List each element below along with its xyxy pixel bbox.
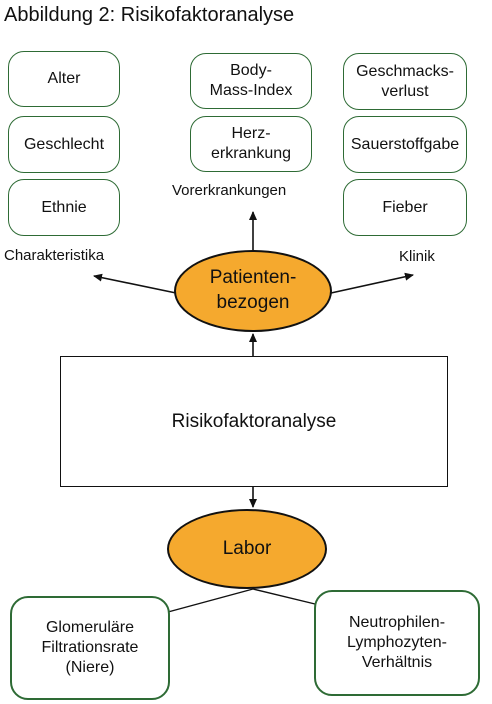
patient-related-node: Patienten- bezogen xyxy=(174,250,332,332)
sauerstoffgabe-box: Sauerstoffgabe xyxy=(343,116,467,173)
line-to-nlr-box xyxy=(252,588,316,605)
herzerkrankung-box: Herz- erkrankung xyxy=(190,116,312,172)
labor-node: Labor xyxy=(167,509,327,589)
bmi-box: Body- Mass-Index xyxy=(190,53,312,109)
neutrophil-lymphocyte-ratio-box: Neutrophilen- Lymphozyten- Verhältnis xyxy=(314,590,480,696)
geschlecht-box: Geschlecht xyxy=(8,116,120,173)
central-risk-analysis-box: Risikofaktoranalyse xyxy=(60,356,448,487)
arrow-to-klinik xyxy=(330,272,414,294)
arrow-to-charakteristika xyxy=(93,273,177,294)
ethnie-box: Ethnie xyxy=(8,179,120,236)
geschmacksverlust-box: Geschmacks- verlust xyxy=(343,53,467,110)
branch-label-vorerkrankungen: Vorerkrankungen xyxy=(172,182,287,199)
alter-box: Alter xyxy=(8,51,120,107)
fieber-box: Fieber xyxy=(343,179,467,236)
line-to-glomerular-box xyxy=(167,588,254,613)
branch-label-charakteristika: Charakteristika xyxy=(4,247,105,264)
glomerular-filtration-box: Glomeruläre Filtrationsrate (Niere) xyxy=(10,596,170,700)
figure-title: Abbildung 2: Risikofaktoranalyse xyxy=(4,4,295,26)
branch-label-klinik: Klinik xyxy=(399,248,435,265)
